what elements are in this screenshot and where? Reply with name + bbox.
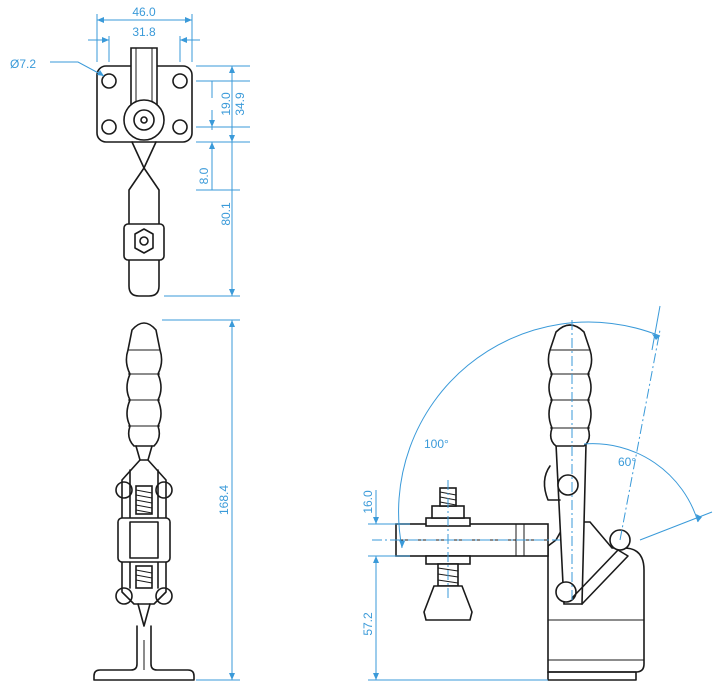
dim-handle-offset: 8.0 xyxy=(197,167,211,184)
dim-hole-dia: Ø7.2 xyxy=(10,57,36,71)
handle-grip-side xyxy=(547,324,593,447)
base-foot-front xyxy=(93,625,195,681)
handle-neck xyxy=(131,141,157,169)
handle-grip xyxy=(128,167,160,297)
arm-pivot-upper xyxy=(557,474,579,496)
dim-handle-length: 80.1 xyxy=(219,202,233,226)
front-view xyxy=(93,322,195,681)
dim-release-angle: 60° xyxy=(618,455,636,469)
dim-hole-spacing: 19.0 xyxy=(219,92,233,116)
dim-width-outer: 46.0 xyxy=(132,5,156,19)
side-view-dimensions: 16.0 57.2 100° 60° xyxy=(361,305,713,681)
mount-hole-br xyxy=(172,119,188,135)
handle-block xyxy=(123,223,165,261)
rubber-pad-icon xyxy=(423,585,473,621)
mount-hole-bl xyxy=(101,119,117,135)
mount-hole-tl xyxy=(101,73,117,89)
dim-base-depth: 34.9 xyxy=(233,92,247,116)
handle-grip-front xyxy=(125,322,163,447)
dim-base-to-spindle: 57.2 xyxy=(361,612,375,636)
dim-width-inner: 31.8 xyxy=(132,25,156,39)
dim-overall-height: 168.4 xyxy=(217,485,231,515)
arm-pivot-lower xyxy=(555,581,577,603)
dim-open-angle: 100° xyxy=(424,437,449,451)
front-view-dimensions: 168.4 xyxy=(162,319,240,681)
pivot-pin xyxy=(133,109,155,131)
top-view xyxy=(96,47,193,297)
dim-spindle-height: 16.0 xyxy=(361,490,375,514)
arm-top xyxy=(130,47,158,109)
top-view-dimensions: 46.0 31.8 Ø7.2 19.0 34.9 8.0 xyxy=(10,5,250,297)
pivot-hub xyxy=(123,99,165,141)
hex-nut-icon xyxy=(134,228,154,254)
mount-hole-tr xyxy=(172,73,188,89)
linkage-frame xyxy=(121,459,167,605)
side-view xyxy=(372,320,661,681)
clamp-block xyxy=(117,517,171,563)
